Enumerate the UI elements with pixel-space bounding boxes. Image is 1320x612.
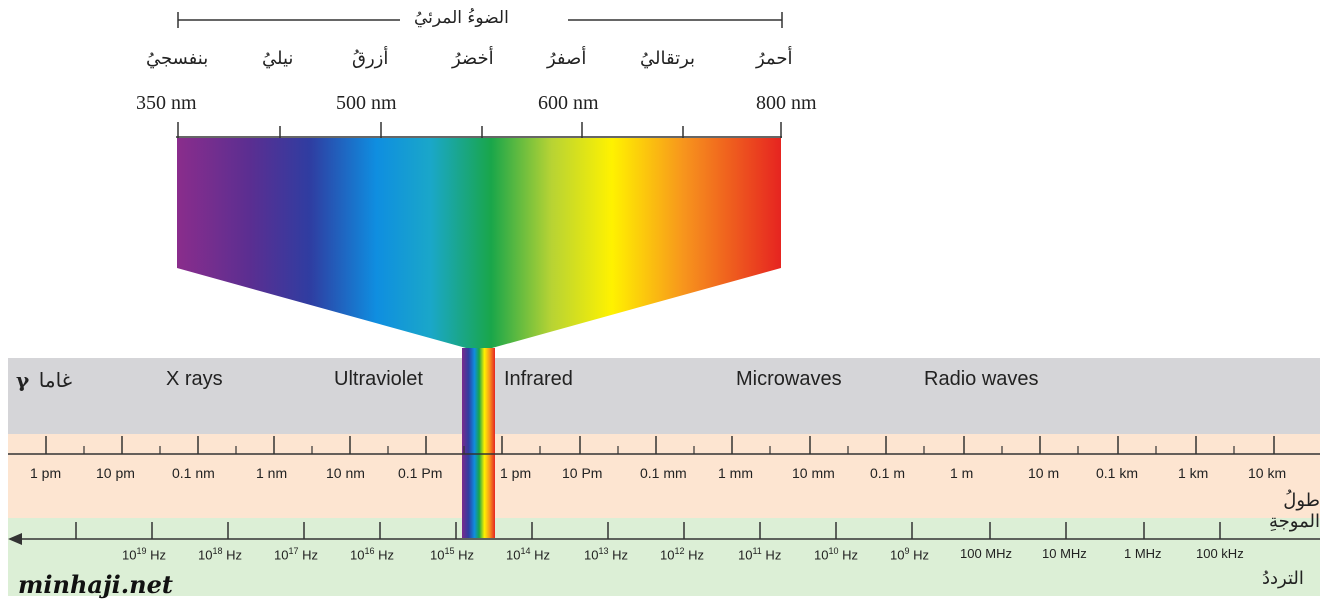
color-green: أخضرُ (452, 48, 494, 69)
wl-tick-label: 1 nm (256, 465, 288, 481)
fq-tick-label: 10 MHz (1042, 546, 1087, 561)
wl-tick-label: 0.1 m (870, 465, 906, 481)
microwaves-label: Microwaves (736, 368, 842, 390)
wl-tick-label: 10 m (1028, 465, 1060, 481)
fq-tick-label: 100 kHz (1196, 546, 1244, 561)
wl-tick-label: 0.1 km (1096, 465, 1139, 481)
color-blue: أزرقُ (352, 48, 389, 69)
gamma-text: غاما (38, 368, 73, 392)
frequency-arrowhead (8, 533, 22, 545)
fq-tick-label: 1018 Hz (198, 546, 242, 563)
radio-waves-label: Radio waves (924, 368, 1039, 390)
nm-label-500: 500 nm (336, 92, 397, 114)
wl-tick-label: 10 mm (792, 465, 835, 481)
fq-tick-label: 1014 Hz (506, 546, 550, 563)
gamma-label: γ غاما (16, 368, 72, 393)
visible-light-title: الضوءُ المرئيُ (414, 8, 509, 28)
visible-strip (462, 348, 495, 538)
wl-tick-label: 1 pm (500, 465, 532, 481)
gamma-symbol: γ (16, 368, 30, 392)
xrays-label: X rays (166, 368, 223, 390)
wl-tick-label: 10 nm (326, 465, 365, 481)
wl-tick-label: 1 km (1178, 465, 1209, 481)
nm-label-350: 350 nm (136, 92, 197, 114)
wl-tick-label: 1 mm (718, 465, 753, 481)
color-violet: بنفسجيُ (146, 48, 209, 69)
watermark: minhaji.net (18, 570, 173, 599)
wl-tick-label: 10 km (1248, 465, 1287, 481)
fq-tick-label: 1017 Hz (274, 546, 318, 563)
wavelength-band (8, 434, 1320, 518)
color-red: أحمرُ (756, 48, 793, 69)
wl-tick-label: 0.1 Pm (398, 465, 443, 481)
frequency-band (8, 518, 1320, 596)
fq-tick-label: 100 MHz (960, 546, 1013, 561)
region-band (8, 358, 1320, 434)
frequency-axis-label: الترددُ (1262, 568, 1304, 589)
fq-tick-label: 1011 Hz (738, 546, 782, 563)
ultraviolet-label: Ultraviolet (334, 368, 423, 390)
fq-tick-label: 1016 Hz (350, 546, 394, 563)
wl-tick-label: 10 Pm (562, 465, 603, 481)
wavelength-axis-label: طولُ الموجةِ (1269, 490, 1320, 532)
wl-tick-label: 0.1 nm (172, 465, 215, 481)
wl-tick-label: 1 m (950, 465, 974, 481)
infrared-label: Infrared (504, 368, 573, 390)
fq-tick-label: 1 MHz (1124, 546, 1162, 561)
fq-tick-label: 1015 Hz (430, 546, 474, 563)
visible-spectrum (177, 138, 781, 358)
fq-tick-label: 1010 Hz (814, 546, 858, 563)
frequency-ticks (75, 522, 1221, 539)
wl-tick-label: 1 pm (30, 465, 62, 481)
nm-label-600: 600 nm (538, 92, 599, 114)
fq-tick-label: 109 Hz (890, 546, 929, 563)
fq-tick-label: 1019 Hz (122, 546, 166, 563)
fq-tick-label: 1013 Hz (584, 546, 628, 563)
nm-label-800: 800 nm (756, 92, 817, 114)
wl-tick-label: 10 pm (96, 465, 135, 481)
wavelength-ticks (45, 436, 1275, 454)
fq-tick-label: 1012 Hz (660, 546, 704, 563)
wl-tick-label: 0.1 mm (640, 465, 687, 481)
color-orange: برتقاليُ (640, 48, 696, 69)
color-yellow: أصفرُ (547, 48, 587, 69)
color-indigo: نيليُ (262, 48, 294, 69)
